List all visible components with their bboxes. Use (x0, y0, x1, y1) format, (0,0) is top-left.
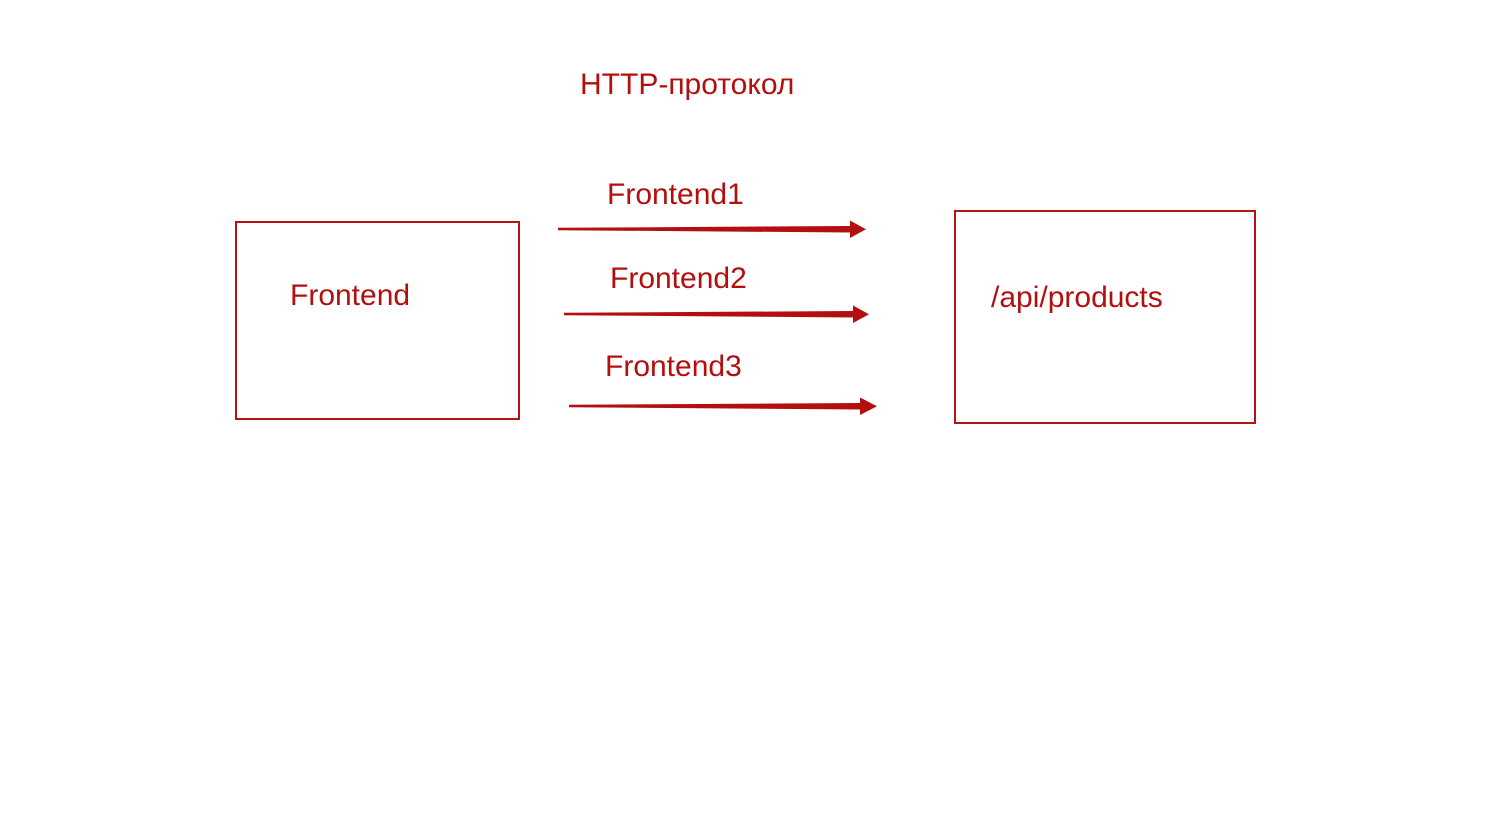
client-box (235, 221, 520, 420)
request-label-2: Frontend2 (610, 262, 747, 295)
diagram-title: HTTP-протокол (580, 68, 795, 101)
client-label: Frontend (290, 279, 411, 312)
request-arrow-3 (569, 397, 877, 415)
server-label: /api/products (991, 281, 1163, 314)
request-arrow-2 (564, 305, 869, 323)
server-box (954, 210, 1256, 424)
request-arrow-1 (558, 220, 866, 238)
request-label-3: Frontend3 (605, 350, 742, 383)
request-label-1: Frontend1 (607, 178, 744, 211)
